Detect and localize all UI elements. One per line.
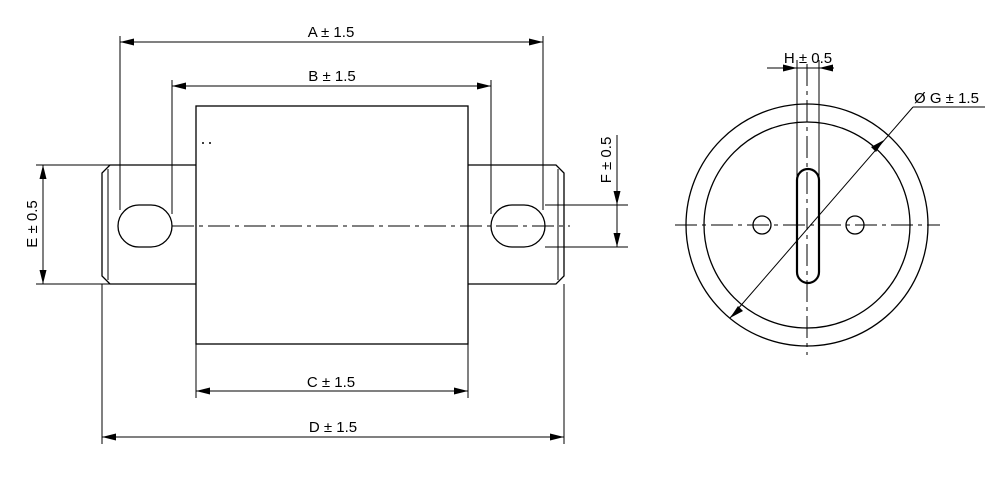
- dim-line-g: [729, 106, 914, 319]
- dim-label-h: H ± 0.5: [784, 50, 832, 67]
- right-terminal-tab: [468, 164, 565, 285]
- arrow-h-left: [783, 64, 797, 72]
- arrow-b-left: [172, 82, 186, 90]
- arrow-g-lower: [730, 306, 743, 318]
- arrow-c-right: [454, 387, 468, 395]
- body-mark: [202, 142, 204, 144]
- arrow-f-bottom: [613, 233, 621, 247]
- dim-label-f: F ± 0.5: [598, 137, 615, 184]
- arrow-a-right: [529, 38, 543, 46]
- side-view: A ± 1.5 B ± 1.5 C ± 1.5 D ± 1.5 E ± 0.5 …: [24, 24, 628, 444]
- end-view: H ± 0.5 Ø G ± 1.5: [675, 50, 985, 355]
- dim-label-e: E ± 0.5: [24, 200, 41, 247]
- arrow-h-right: [819, 64, 833, 72]
- right-hole: [845, 215, 865, 235]
- dim-label-d: D ± 1.5: [309, 419, 357, 436]
- arrow-b-right: [477, 82, 491, 90]
- dim-label-c: C ± 1.5: [307, 374, 355, 391]
- body-mark: [209, 142, 211, 144]
- arrow-d-left: [102, 433, 116, 441]
- capacitor-body: [195, 105, 469, 345]
- dim-label-b: B ± 1.5: [308, 68, 355, 85]
- arrow-g-upper: [871, 140, 884, 152]
- arrow-c-left: [196, 387, 210, 395]
- dim-label-g: Ø G ± 1.5: [914, 90, 979, 107]
- arrow-d-right: [550, 433, 564, 441]
- dim-label-a: A ± 1.5: [308, 24, 355, 41]
- left-mounting-slot: [117, 204, 173, 248]
- arrow-e-bottom: [39, 270, 47, 284]
- arrow-f-top: [613, 191, 621, 205]
- terminal-blade: [795, 167, 821, 285]
- left-terminal-tab: [101, 164, 196, 285]
- arrow-e-top: [39, 165, 47, 179]
- left-hole: [752, 215, 772, 235]
- arrow-a-left: [120, 38, 134, 46]
